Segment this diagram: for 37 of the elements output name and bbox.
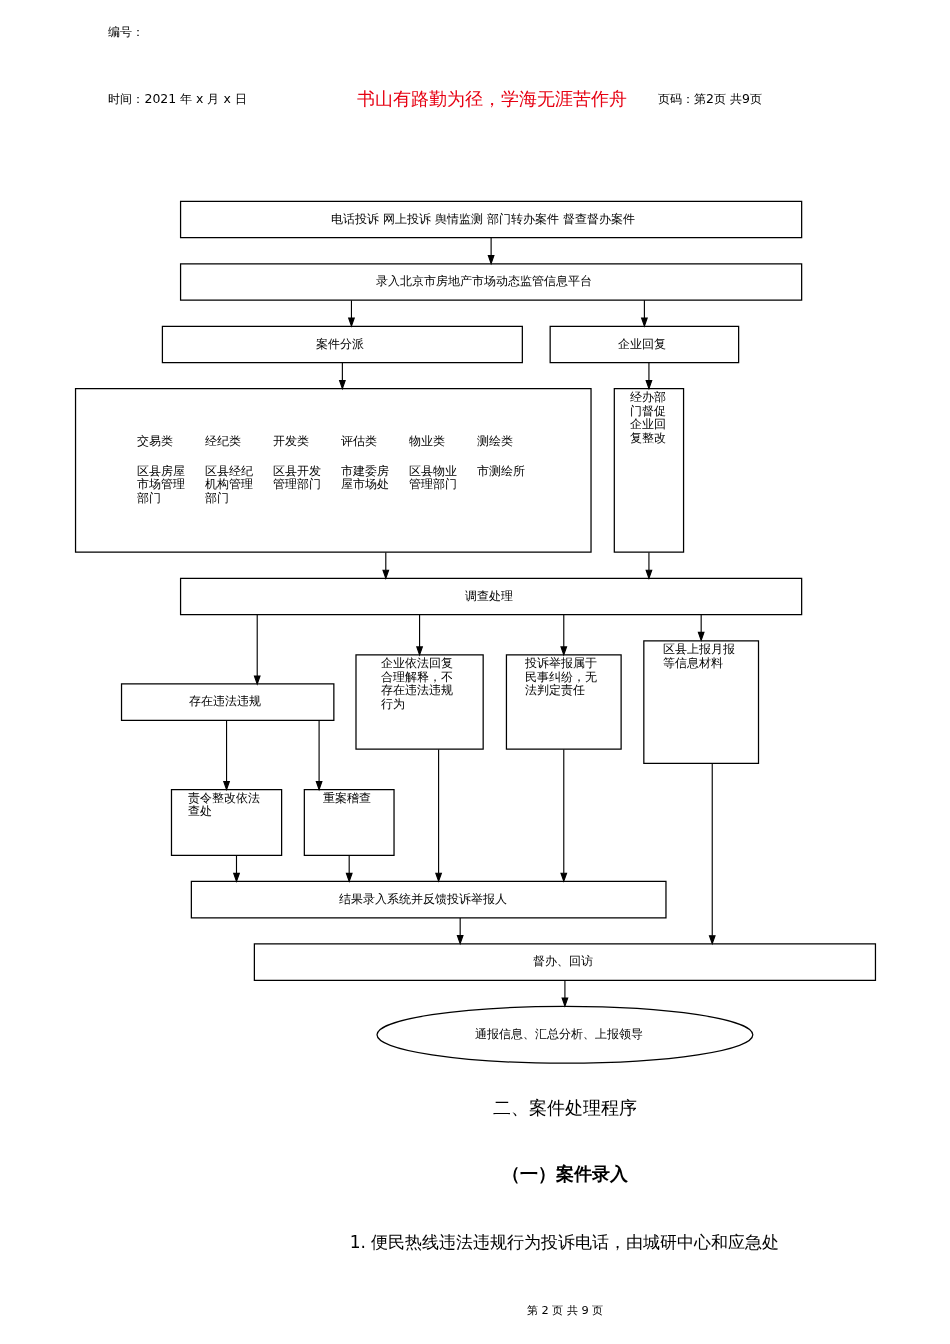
label: 编号：	[107, 24, 144, 40]
arrow	[559, 748, 567, 883]
node-box: 调查处理	[179, 577, 802, 616]
node-box: 责令整改依法查处	[170, 788, 282, 856]
label: 1. 便民热线违法违规行为投诉电话，由城研中心和应急处	[349, 1231, 779, 1252]
node-ellipse: 通报信息、汇总分析、上报领导	[375, 1005, 753, 1064]
node-box: 督办、回访	[253, 943, 876, 981]
node-box: 存在违法违规	[120, 683, 334, 721]
arrow	[222, 719, 230, 792]
arrow	[415, 614, 423, 657]
node-box: 电话投诉 网上投诉 舆情监测 部门转办案件 督查督办案件	[179, 200, 802, 239]
arrow	[560, 979, 568, 1008]
arrow	[487, 237, 495, 266]
arrow	[644, 362, 653, 391]
node-box: 案件分派	[161, 325, 523, 364]
arrow	[644, 551, 653, 580]
node-box: 经办部门督促企业回复整改	[613, 388, 684, 553]
node-box: 企业依法回复合理解释，不存在违法违规行为	[354, 654, 484, 750]
arrow	[315, 719, 323, 792]
node-box: 企业回复	[549, 325, 739, 364]
arrow	[559, 614, 567, 657]
arrow	[381, 551, 389, 580]
node-box: 结果录入系统并反馈投诉举报人	[190, 880, 667, 919]
arrow	[708, 763, 716, 946]
arrow	[253, 614, 261, 686]
label: 时间：2021 年 x 月 x 日	[107, 91, 247, 107]
node-box: 录入北京市房地产市场动态监管信息平台	[179, 263, 802, 301]
node-box: 重案稽查	[303, 788, 395, 856]
label: （一）案件录入	[501, 1162, 628, 1184]
node-box: 交易类 经纪类 开发类 评估类 物业类 测绘类 区县房屋市场管理部门 区县经纪机构管理部门 区县开发管理部门 市建委房屋市场处 区县物业管理部门 市测绘所	[74, 388, 592, 553]
arrow	[434, 748, 442, 883]
node-box: 投诉举报属于民事纠纷，无法判定责任	[505, 654, 622, 750]
label: 第 2 页 共 9 页	[526, 1302, 603, 1317]
label: 页码：第2页 共9页	[657, 91, 762, 107]
node-box: 区县上报月报等信息材料	[642, 640, 759, 765]
label: 二、案件处理程序	[492, 1097, 637, 1119]
label: 书山有路勤为径，学海无涯苦作舟	[356, 87, 627, 109]
